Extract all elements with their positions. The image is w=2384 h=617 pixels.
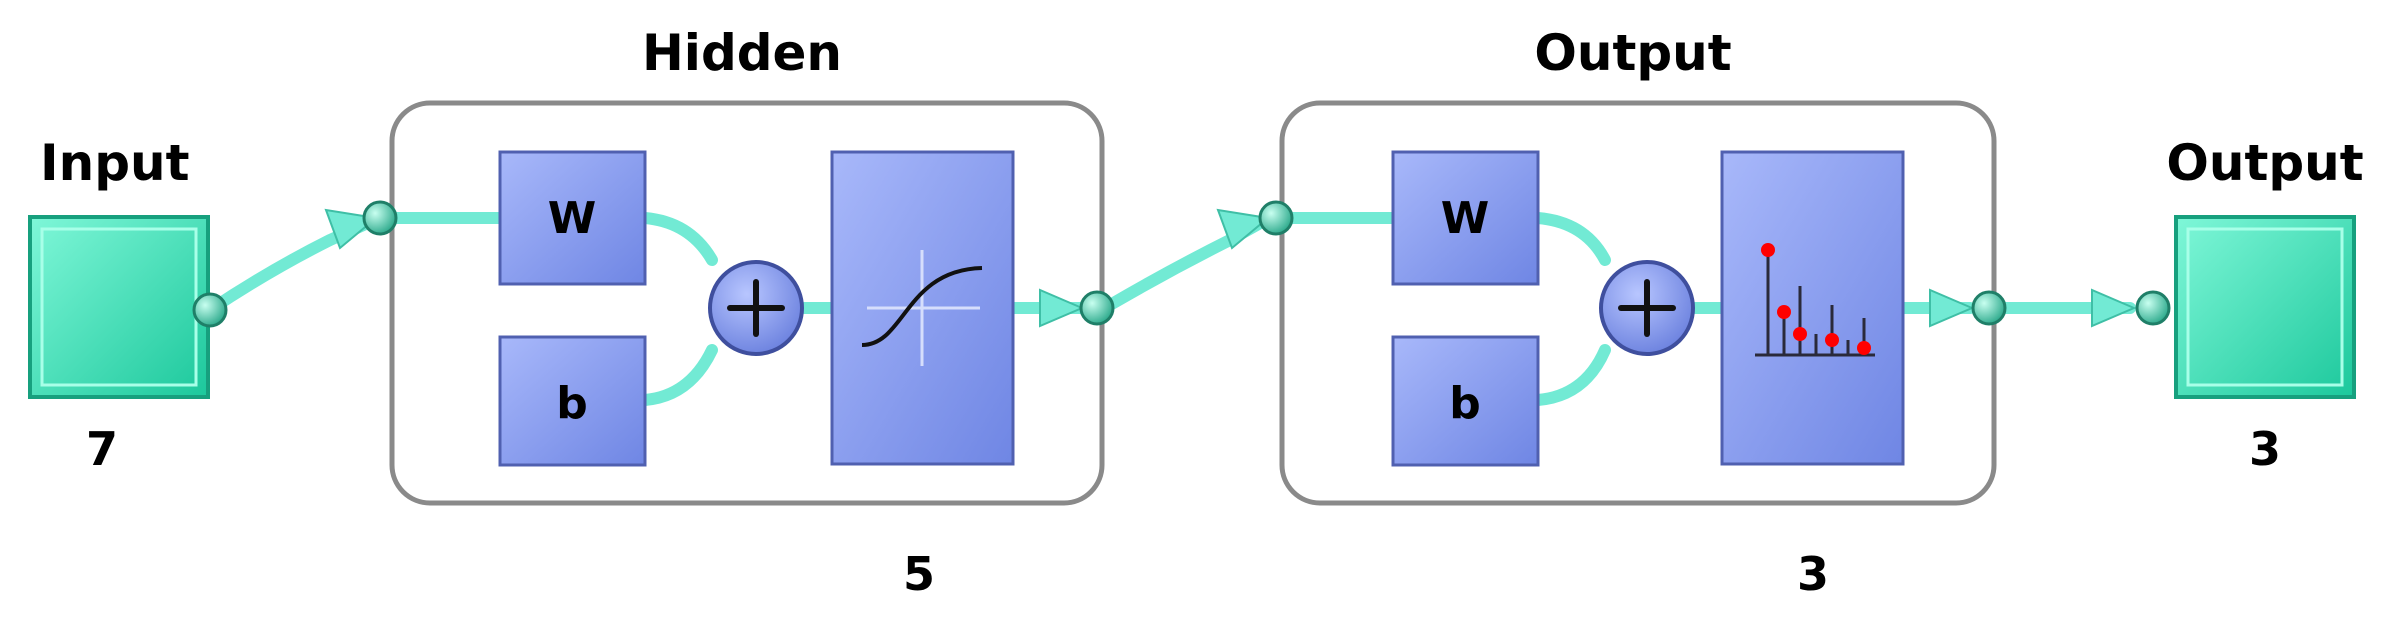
output-node: Output 3 (2166, 134, 2363, 476)
softmax-stem-icon (1755, 243, 1875, 357)
connection-dots (192, 200, 2171, 328)
connector-b2-to-sum2 (1532, 344, 1611, 406)
connector-b-to-sum (639, 344, 718, 406)
connector-input-to-hidden (204, 216, 376, 316)
output-layer-in-dot (1258, 200, 1294, 236)
output-title: Output (2166, 134, 2363, 192)
output-size: 3 (2249, 422, 2281, 476)
output-bias-block (1391, 335, 1540, 467)
arrow-icon (1929, 288, 1975, 328)
output-weight-label: W (1441, 193, 1490, 244)
input-square (28, 215, 210, 399)
arrow-icon (1216, 208, 1271, 250)
hidden-weight-block (498, 150, 647, 286)
output-layer-size: 3 (1797, 547, 1829, 601)
arrow-icon (1039, 288, 1085, 328)
output-square (2174, 215, 2356, 399)
output-port-dot (2135, 290, 2171, 326)
output-bias-label: b (1449, 378, 1481, 429)
output-transfer-block (1720, 150, 1905, 466)
input-title: Input (40, 134, 190, 192)
hidden-out-dot (1079, 290, 1115, 326)
hidden-in-dot (362, 200, 398, 236)
sigmoid-curve-icon (861, 250, 983, 366)
connector-w2-to-sum2 (1532, 212, 1611, 266)
output-layer-title: Output (1534, 24, 1731, 82)
connector-w-to-sum (639, 212, 718, 266)
output-weight-block (1391, 150, 1540, 286)
hidden-size: 5 (903, 547, 935, 601)
input-port-dot (192, 292, 228, 328)
hidden-bias-label: b (556, 378, 588, 429)
hidden-bias-block (498, 335, 647, 467)
output-layer: Output W b (1279, 24, 1997, 601)
hidden-title: Hidden (642, 24, 842, 82)
connector-hidden-to-output-layer (1104, 216, 1268, 311)
input-node: Input 7 (28, 134, 210, 476)
output-layer-out-dot (1971, 290, 2007, 326)
input-size: 7 (86, 422, 118, 476)
hidden-weight-label: W (548, 193, 597, 244)
arrow-icon (2091, 288, 2137, 328)
hidden-layer: Hidden W b 5 (389, 24, 1105, 601)
